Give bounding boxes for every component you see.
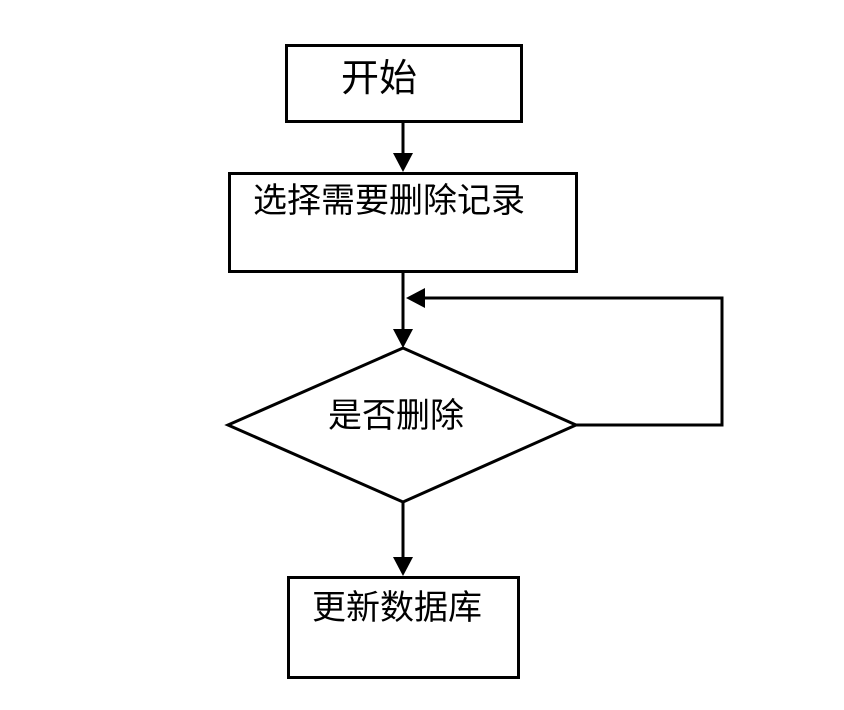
arrow-decision-to-update-head-icon xyxy=(393,557,413,576)
select-records-box-label: 选择需要删除记录 xyxy=(253,183,525,220)
select-records-box xyxy=(228,172,578,273)
arrow-select-to-decision-head-icon xyxy=(393,329,413,348)
decision-diamond-label: 是否删除 xyxy=(328,398,464,435)
update-database-box-label: 更新数据库 xyxy=(312,590,482,627)
update-database-box xyxy=(287,576,520,679)
loop-decision-back-line xyxy=(424,296,724,427)
start-box xyxy=(285,44,523,123)
arrow-start-to-select-head-icon xyxy=(393,153,413,172)
start-box-label: 开始 xyxy=(341,58,418,100)
loop-decision-back-head-icon xyxy=(406,288,425,308)
